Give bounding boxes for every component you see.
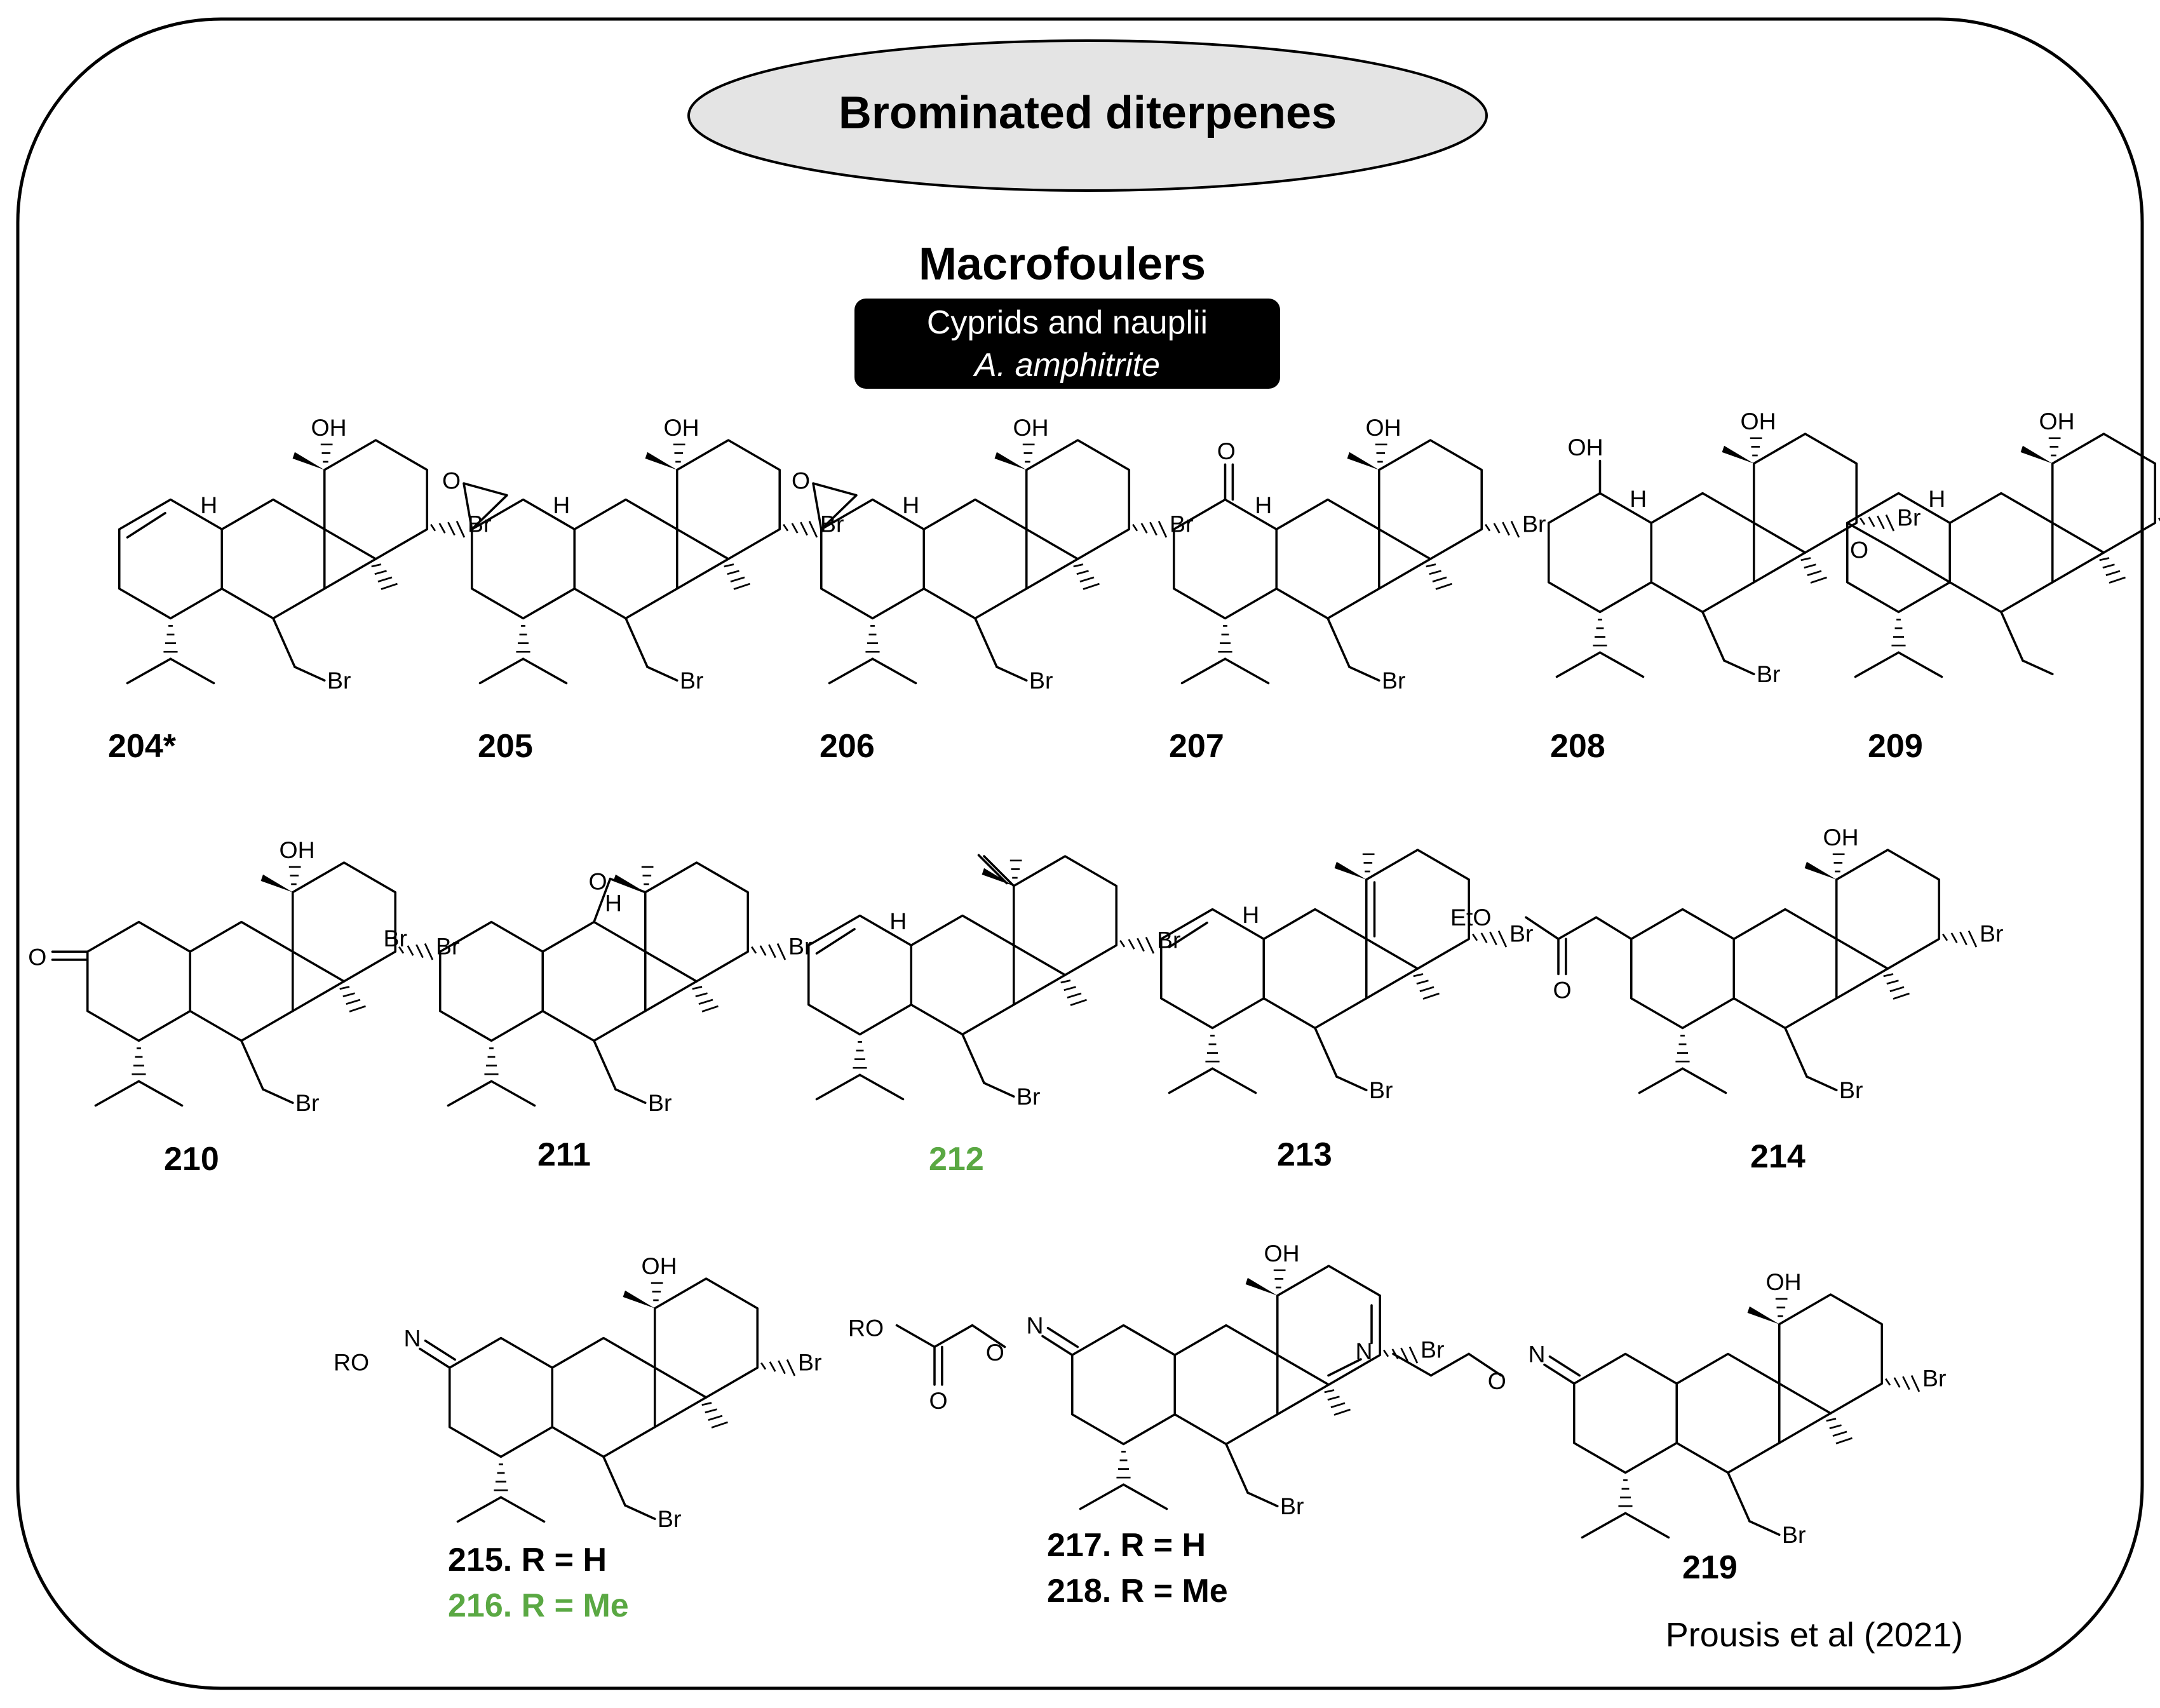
atom-n: N [1027,1312,1044,1338]
structure-213: H Br Br [1159,849,1533,1103]
atom-br: Br [1757,661,1780,687]
atom-o: O [1553,977,1572,1004]
structure-219: N O N OH Br Br [1327,1268,1946,1548]
atom-o: O [442,467,461,494]
atom-oh: OH [1366,414,1401,441]
compound-label-217: 217. R = H [1047,1527,1206,1564]
structure-206: O OH H Br Br [792,414,1193,694]
structure-215-216: N RO OH Br Br [334,1253,821,1532]
atom-h: H [889,908,907,934]
atom-oh: OH [1013,414,1049,441]
atom-o: O [28,944,46,971]
atom-o: O [929,1387,948,1414]
atom-eto: EtO [1450,904,1491,931]
atom-oh: OH [664,414,699,441]
structure-211: O H Br Br Br [384,861,812,1116]
atom-o: O [986,1339,1004,1366]
atom-br: Br [1029,667,1053,694]
compound-label-206: 206 [820,728,875,765]
atom-oh: OH [1741,408,1776,434]
atom-br: Br [648,1089,672,1116]
target-box [854,299,1280,389]
compound-label-212: 212 [929,1141,984,1178]
structure-212: H Br Br [807,854,1180,1110]
target-box-line2: A. amphitrite [973,347,1160,384]
structure-209: O OH H Br [1846,408,2160,678]
atom-br: Br [384,925,407,952]
atom-br: Br [295,1089,319,1116]
compound-label-205: 205 [478,728,533,765]
atom-br: Br [1280,1493,1304,1519]
atom-h: H [605,890,622,917]
compound-label-204: 204* [108,728,177,765]
atom-br: Br [1782,1521,1806,1548]
atom-oh: OH [642,1253,677,1279]
atom-ro: RO [848,1315,884,1342]
compound-label-215: 215. R = H [448,1542,607,1578]
compound-label-218: 218. R = Me [1047,1573,1228,1610]
atom-br: Br [1980,920,2003,947]
atom-oh: OH [1766,1268,1802,1295]
atom-br: Br [1897,504,1920,531]
atom-o: O [589,868,607,895]
atom-br: Br [1421,1336,1444,1363]
atom-h: H [1242,901,1259,928]
atom-h: H [553,492,570,518]
atom-h: H [1630,485,1647,512]
atom-h: H [200,492,217,518]
atom-br: Br [1016,1083,1040,1110]
structure-208: OH OH H Br Br [1547,408,1920,687]
atom-n: N [404,1324,421,1351]
atom-n: N [1529,1340,1546,1367]
compound-label-213: 213 [1277,1136,1332,1173]
atom-o: O [1488,1368,1506,1394]
atom-o: O [1850,537,1868,563]
atom-h: H [1928,485,1945,512]
atom-br: Br [1839,1077,1863,1103]
atom-ro: RO [334,1349,369,1376]
atom-br: Br [327,667,351,694]
compound-label-219: 219 [1682,1549,1738,1586]
atom-oh: OH [1264,1240,1300,1267]
atom-br: Br [1509,920,1533,947]
section-title: Macrofoulers [919,239,1206,290]
structure-217-218: N O RO O OH Br Br [848,1240,1444,1519]
citation: Prousis et al (2021) [1666,1616,1963,1654]
structure-210: O OH Br Br [28,837,459,1116]
atom-h: H [1255,492,1272,518]
atom-br: Br [1369,1077,1393,1103]
outer-frame [16,17,2144,1690]
atom-oh: OH [2039,408,2075,434]
compound-label-210: 210 [164,1141,219,1178]
atom-n: N [1356,1338,1373,1364]
compound-label-216: 216. R = Me [448,1587,629,1624]
title-ellipse [687,39,1488,192]
compound-label-214: 214 [1750,1138,1806,1175]
structure-207: O OH H Br Br [1172,414,1546,694]
compound-label-207: 207 [1169,728,1224,765]
atom-oh: OH [280,837,315,863]
structure-205: O OH H Br Br [442,414,844,694]
atom-oh: OH [311,414,347,441]
atom-oh: OH [1823,824,1859,851]
atom-br: Br [1522,511,1546,537]
compound-label-211: 211 [537,1136,591,1173]
atom-br: Br [680,667,703,694]
atom-br: Br [1922,1365,1946,1392]
atom-o: O [792,467,810,494]
page-title: Brominated diterpenes [839,88,1337,138]
structure-214: EtO O OH Br Br [1450,824,2003,1103]
atom-o: O [1217,438,1236,464]
atom-h: H [902,492,919,518]
structure-204: OH H Br Br [118,414,491,694]
compound-label-209: 209 [1868,728,1923,765]
atom-br: Br [658,1505,681,1532]
target-box-line1: Cyprids and nauplii [927,304,1208,341]
atom-oh: OH [1568,434,1603,461]
atom-br: Br [798,1349,821,1376]
atom-br: Br [1382,667,1405,694]
compound-label-208: 208 [1550,728,1605,765]
